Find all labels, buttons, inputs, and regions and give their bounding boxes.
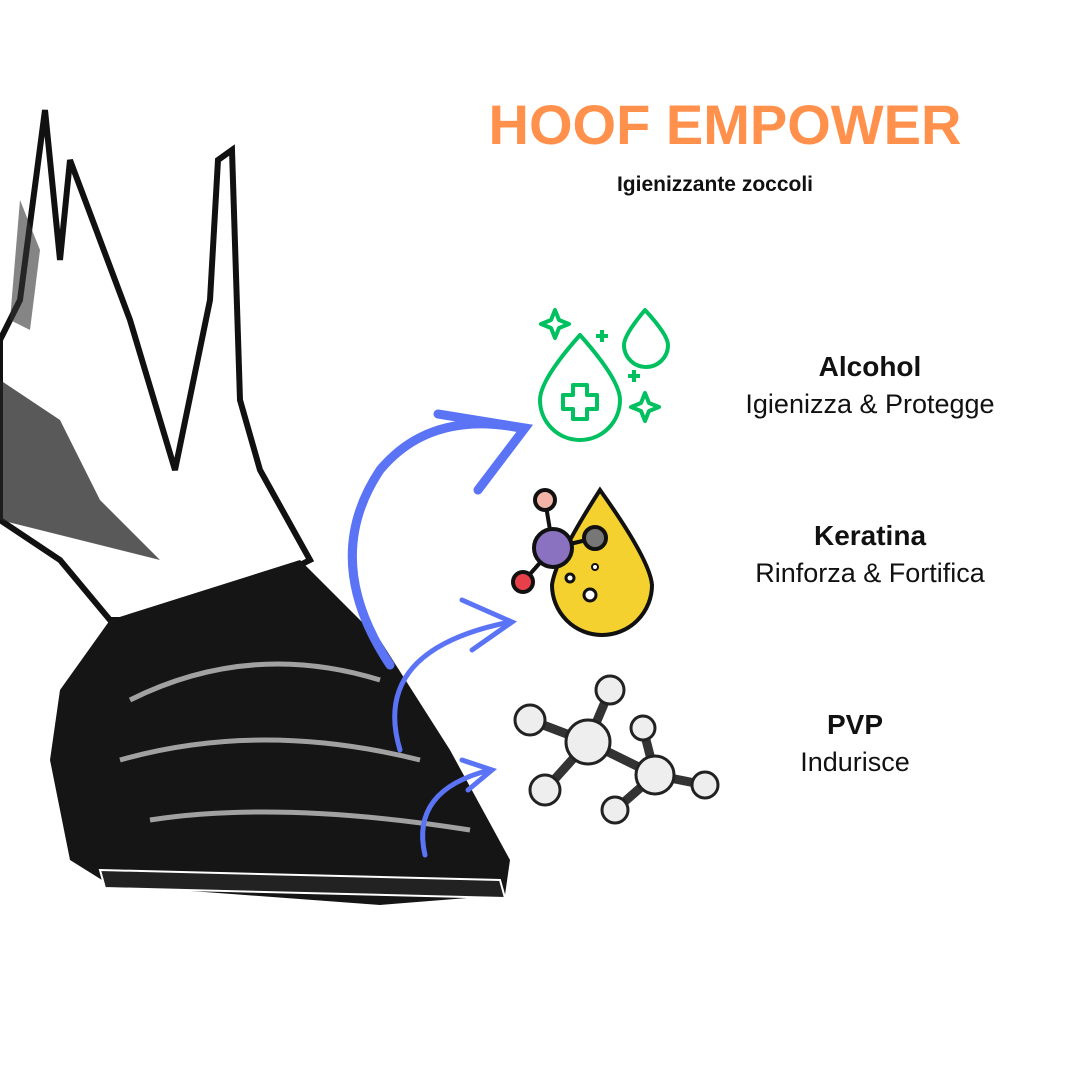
- ingredient-description: Rinforza & Fortifica: [755, 558, 985, 588]
- arrow-to-keratina: [392, 597, 518, 753]
- ingredient-name: Alcohol: [818, 351, 922, 382]
- arrow-to-alcohol: [347, 409, 534, 670]
- ingredient-name: Keratina: [813, 520, 927, 551]
- ingredient-description: Indurisce: [800, 747, 910, 777]
- ingredient-description: Igienizza & Protegge: [745, 389, 995, 419]
- page-title: HOOF EMPOWER: [488, 93, 962, 156]
- sanitizer-drop-icon: [538, 308, 670, 442]
- molecule-icon: [513, 674, 720, 825]
- ingredient-name: PVP: [826, 709, 884, 740]
- page-subtitle: Igienizzante zoccoli: [616, 173, 814, 196]
- oil-molecule-drop-icon: [511, 486, 655, 637]
- ingredient-alcohol: Alcohol Igienizza & Protegge: [680, 350, 1060, 421]
- arrow-to-pvp: [420, 757, 498, 858]
- ingredient-keratina: Keratina Rinforza & Fortifica: [680, 519, 1060, 590]
- ingredient-pvp: PVP Indurisce: [665, 708, 1045, 779]
